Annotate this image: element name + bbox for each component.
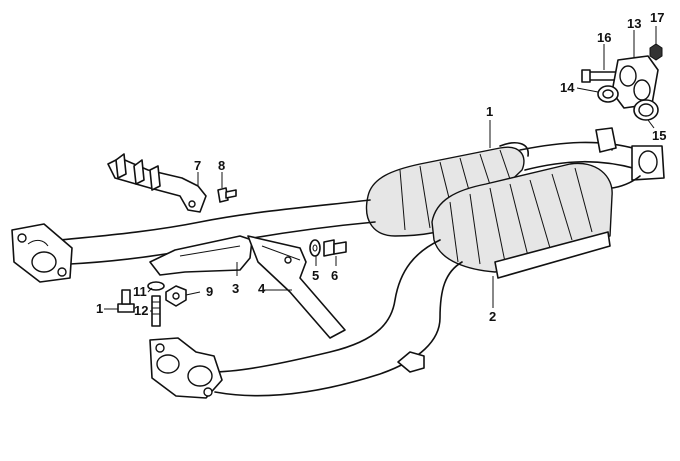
crossmember-part-3 bbox=[149, 235, 253, 276]
callout-12: 12 bbox=[134, 303, 148, 318]
bolt-part-6 bbox=[323, 239, 347, 257]
right-front-pipe bbox=[149, 239, 463, 399]
catalytic-converter-2 bbox=[431, 162, 613, 279]
callout-16: 16 bbox=[597, 30, 611, 45]
gasket-part-15 bbox=[633, 99, 659, 121]
rear-flange-upper bbox=[595, 127, 617, 153]
callout-labels: 1 2 3 4 5 6 7 8 9 1 11 12 13 14 15 16 17 bbox=[96, 10, 666, 324]
bolt-part-8 bbox=[217, 187, 237, 203]
nut-part-9 bbox=[165, 285, 187, 307]
bolt-part-10 bbox=[117, 289, 135, 313]
rear-pipe-assembly bbox=[519, 127, 665, 190]
stud-part-12 bbox=[151, 295, 161, 327]
callout-5: 5 bbox=[312, 268, 319, 283]
washer-part-11 bbox=[147, 281, 165, 291]
pipe-hanger-tab bbox=[397, 351, 425, 373]
callout-8: 8 bbox=[218, 158, 225, 173]
washer-part-5 bbox=[309, 239, 321, 257]
callout-6: 6 bbox=[331, 268, 338, 283]
callout-4: 4 bbox=[258, 281, 266, 296]
callout-9: 9 bbox=[206, 284, 213, 299]
converter-base-plate bbox=[494, 231, 611, 279]
callout-15: 15 bbox=[652, 128, 666, 143]
bracket-part-4 bbox=[247, 235, 346, 339]
gasket-part-14 bbox=[597, 85, 619, 103]
callout-3: 3 bbox=[232, 281, 239, 296]
callout-17: 17 bbox=[650, 10, 664, 25]
bracket-part-7 bbox=[107, 153, 207, 213]
callout-2: 2 bbox=[489, 309, 496, 324]
flange-part-13 bbox=[611, 55, 659, 109]
callout-10: 1 bbox=[96, 301, 103, 316]
nut-part-17 bbox=[649, 43, 663, 61]
callout-11: 11 bbox=[133, 284, 147, 299]
callout-1: 1 bbox=[486, 104, 493, 119]
callout-14: 14 bbox=[560, 80, 575, 95]
callout-13: 13 bbox=[627, 16, 641, 31]
callout-7: 7 bbox=[194, 158, 201, 173]
stud-part-16 bbox=[581, 69, 619, 83]
leader-lines bbox=[104, 26, 657, 312]
